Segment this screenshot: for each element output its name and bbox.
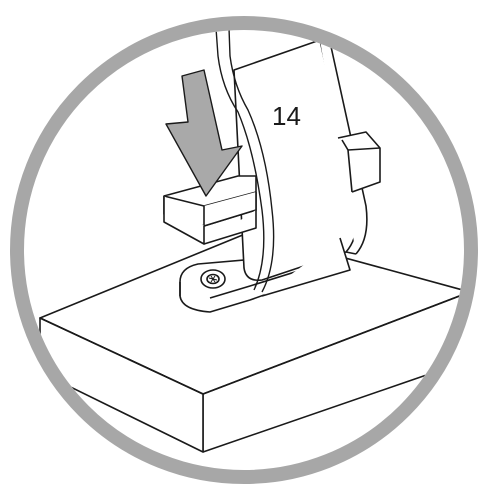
detail-ring — [10, 16, 478, 484]
clamp-block — [163, 131, 381, 245]
cable — [213, 30, 275, 293]
step-number: 14 — [272, 101, 301, 131]
down-arrow-icon — [165, 69, 243, 197]
